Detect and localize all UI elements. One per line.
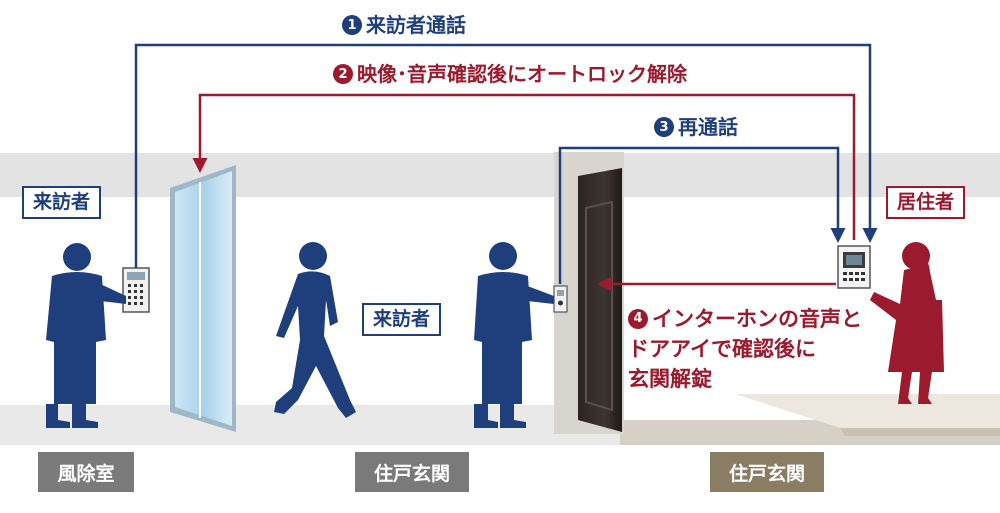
- area-entrance-common: 住戸玄関: [355, 452, 469, 492]
- wall-band: [0, 153, 1000, 197]
- role-visitor-lobby: 来訪者: [22, 186, 102, 219]
- arrow-step2: [192, 93, 856, 240]
- indoor-monitor: [837, 245, 871, 289]
- arrow-step1: [134, 43, 878, 268]
- visitor-figure-door: [474, 242, 554, 428]
- step4-line-3: 玄関解錠: [628, 367, 712, 391]
- role-resident: 居住者: [886, 186, 966, 219]
- entry-step: [735, 394, 1000, 428]
- step4-line-1: インターホンの音声と: [652, 307, 862, 331]
- lobby-intercom-panel: [122, 267, 150, 313]
- area-vestibule: 風除室: [38, 452, 134, 492]
- resident-figure: [870, 242, 944, 404]
- step4-number: 4: [628, 309, 648, 329]
- step2-text: 映像･音声確認後にオートロック解除: [357, 62, 687, 86]
- unit-door-panel: [578, 168, 622, 432]
- step3-number: 3: [654, 117, 674, 137]
- entry-step-edge: [840, 428, 1000, 436]
- step1-text: 来訪者通話: [366, 13, 466, 37]
- visitor-figure-walking: [274, 242, 356, 418]
- arrow-step3: [558, 146, 846, 284]
- step1-number: 1: [342, 15, 362, 35]
- role-visitor-door: 来訪者: [362, 303, 442, 336]
- step3-text: 再通話: [678, 115, 738, 139]
- unit-door-inset: [585, 200, 613, 412]
- step4-label: 4 インターホンの音声と ドアアイで確認後に 玄関解錠: [628, 304, 862, 394]
- visitor-figure-lobby: [46, 243, 126, 428]
- glass-door-pane: [175, 171, 232, 426]
- door-intercom: [553, 285, 568, 313]
- step4-line-2: ドアアイで確認後に: [628, 337, 816, 361]
- step1-label: 1 来訪者通話: [342, 15, 466, 35]
- step2-number: 2: [333, 64, 353, 84]
- area-entrance-unit: 住戸玄関: [710, 452, 824, 492]
- step3-label: 3 再通話: [654, 117, 738, 137]
- step2-label: 2 映像･音声確認後にオートロック解除: [333, 64, 687, 84]
